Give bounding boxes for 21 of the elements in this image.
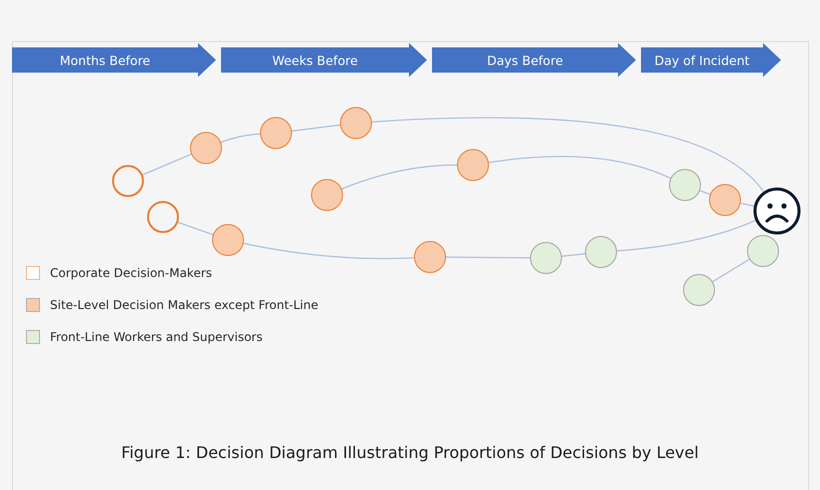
connector-line	[372, 117, 764, 192]
legend-label: Site-Level Decision Makers except Front-Line	[50, 298, 318, 312]
connector-line	[220, 133, 260, 143]
decision-circle	[112, 165, 144, 197]
connector-line	[616, 220, 756, 252]
connector-line	[342, 164, 457, 190]
legend-label: Front-Line Workers and Supervisors	[50, 330, 263, 344]
connector-line	[244, 242, 414, 260]
connector-line	[446, 256, 530, 258]
connector-line	[700, 190, 710, 195]
connector-line	[712, 258, 750, 282]
connector-line	[142, 154, 192, 176]
connector-line	[740, 202, 755, 207]
connector-line	[292, 124, 340, 132]
connector-line	[562, 253, 586, 257]
decision-circle	[147, 201, 179, 233]
figure-caption: Figure 1: Decision Diagram Illustrating Proportions of Decisions by Level	[120, 443, 700, 462]
legend-label: Corporate Decision-Makers	[50, 266, 212, 280]
connector-line	[488, 156, 671, 179]
connector-line	[178, 222, 214, 236]
sad-face-icon	[753, 187, 801, 235]
